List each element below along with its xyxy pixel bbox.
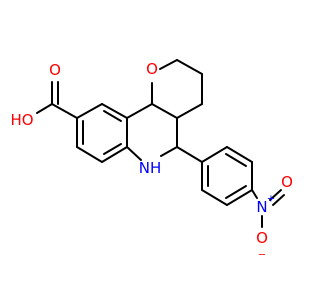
atom-o-nitro-top: O xyxy=(281,173,293,191)
charge-plus: + xyxy=(267,194,275,205)
atom-o-carbonyl: O xyxy=(49,61,61,79)
benzene-ring-left xyxy=(76,103,128,163)
atom-o-nitro-bottom: O xyxy=(256,229,268,247)
pyran-ring xyxy=(151,59,203,119)
chemical-structure-diagram: O HO O NH N + O O − xyxy=(10,59,293,261)
atom-nh: NH xyxy=(139,159,162,177)
nitrogen-ring xyxy=(126,103,178,161)
atom-o-ring: O xyxy=(146,60,158,78)
atom-n-nitro: N xyxy=(256,198,267,216)
nitro-group xyxy=(251,189,285,228)
atom-hydroxyl: HO xyxy=(10,111,33,129)
charge-minus: − xyxy=(258,250,266,261)
carboxylic-acid-group xyxy=(36,81,78,119)
nitrophenyl-ring xyxy=(176,146,253,206)
